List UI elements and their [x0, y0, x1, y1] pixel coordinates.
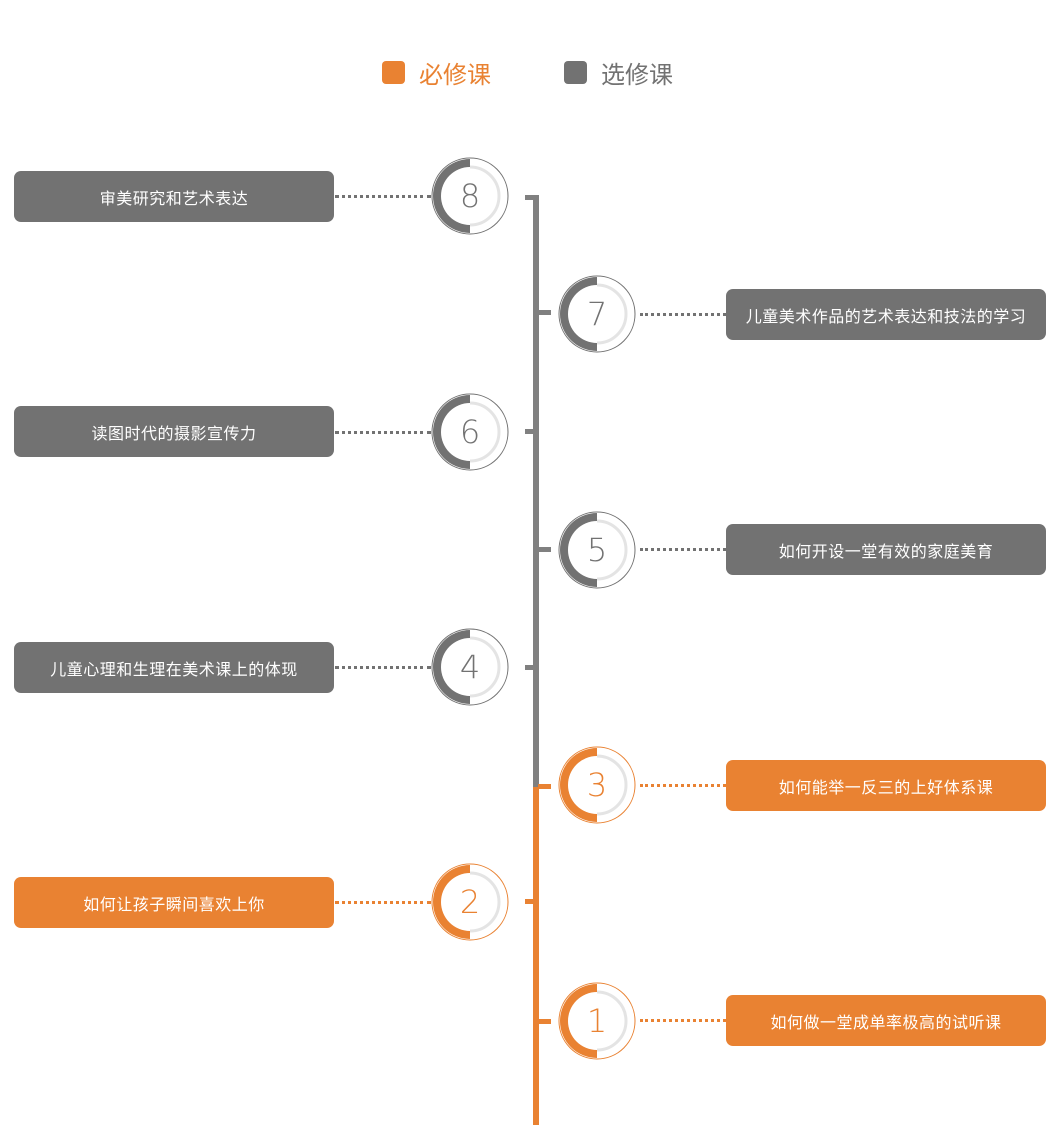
course-4-node: 4 — [431, 628, 509, 706]
course-6-node: 6 — [431, 393, 509, 471]
legend-required-label: 必修课 — [419, 60, 491, 89]
course-6-connector — [335, 431, 431, 434]
legend-elective-label: 选修课 — [601, 60, 673, 89]
course-6-label[interactable]: 读图时代的摄影宣传力 — [14, 406, 334, 457]
course-3-node: 3 — [558, 746, 636, 824]
course-1-connector — [640, 1019, 726, 1022]
progress-ring-icon — [431, 628, 509, 706]
legend: 必修课 选修课 — [0, 54, 1060, 90]
progress-ring-icon — [558, 746, 636, 824]
course-8-node: 8 — [431, 157, 509, 235]
course-7-tick — [538, 310, 551, 315]
course-8-label[interactable]: 审美研究和艺术表达 — [14, 171, 334, 222]
course-3-tick — [538, 784, 551, 789]
course-8-number: 8 — [459, 177, 481, 215]
course-2-label[interactable]: 如何让孩子瞬间喜欢上你 — [14, 877, 334, 928]
course-8-connector — [335, 195, 431, 198]
course-5-label[interactable]: 如何开设一堂有效的家庭美育 — [726, 524, 1046, 575]
progress-ring-icon — [431, 863, 509, 941]
course-2-number: 2 — [459, 883, 481, 921]
progress-ring-icon — [558, 511, 636, 589]
course-1-node: 1 — [558, 982, 636, 1060]
legend-elective-swatch — [564, 60, 587, 84]
course-5-node: 5 — [558, 511, 636, 589]
progress-ring-icon — [431, 393, 509, 471]
course-2-node: 2 — [431, 863, 509, 941]
course-4-connector — [335, 666, 431, 669]
course-5-number: 5 — [586, 531, 608, 569]
course-6-tick — [525, 429, 538, 434]
legend-required-swatch — [382, 60, 405, 84]
course-7-node: 7 — [558, 275, 636, 353]
course-4-number: 4 — [459, 648, 481, 686]
course-1-number: 1 — [586, 1002, 608, 1040]
course-6-number: 6 — [459, 413, 481, 451]
course-3-label[interactable]: 如何能举一反三的上好体系课 — [726, 760, 1046, 811]
course-7-number: 7 — [586, 295, 608, 333]
progress-ring-icon — [431, 157, 509, 235]
course-2-connector — [335, 901, 431, 904]
legend-required: 必修课 — [382, 54, 491, 90]
course-1-tick — [538, 1019, 551, 1024]
course-5-tick — [538, 547, 551, 552]
course-5-connector — [640, 548, 726, 551]
timeline-spine-required — [533, 787, 539, 1125]
legend-elective: 选修课 — [564, 54, 673, 90]
course-7-connector — [640, 313, 726, 316]
course-4-label[interactable]: 儿童心理和生理在美术课上的体现 — [14, 642, 334, 693]
course-1-label[interactable]: 如何做一堂成单率极高的试听课 — [726, 995, 1046, 1046]
progress-ring-icon — [558, 982, 636, 1060]
course-7-label[interactable]: 儿童美术作品的艺术表达和技法的学习 — [726, 289, 1046, 340]
timeline-spine-elective — [533, 195, 539, 787]
timeline-top-cap — [525, 195, 538, 200]
course-3-number: 3 — [586, 766, 608, 804]
course-2-tick — [525, 899, 538, 904]
course-3-connector — [640, 784, 726, 787]
progress-ring-icon — [558, 275, 636, 353]
course-4-tick — [525, 665, 538, 670]
